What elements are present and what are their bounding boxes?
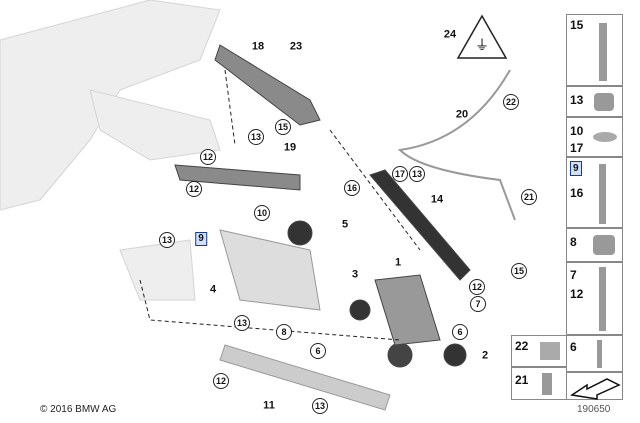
camber-arm bbox=[174, 164, 301, 191]
callout[interactable]: 12 bbox=[200, 149, 216, 165]
callout[interactable]: 17 bbox=[392, 166, 408, 182]
callout[interactable]: 11 bbox=[263, 399, 275, 412]
part-number: 21 bbox=[515, 373, 529, 387]
subframe-crossmember bbox=[89, 89, 221, 161]
part-number: 13 bbox=[570, 93, 584, 107]
bushing bbox=[287, 220, 313, 246]
callout[interactable]: 15 bbox=[511, 263, 527, 279]
part-number: 17 bbox=[570, 141, 584, 155]
part-number: 8 bbox=[570, 235, 577, 249]
callout[interactable]: 13 bbox=[312, 398, 328, 414]
plug-glyph: ⏚ bbox=[475, 37, 489, 53]
callout[interactable]: 8 bbox=[276, 324, 292, 340]
callout[interactable]: 13 bbox=[248, 129, 264, 145]
callout[interactable]: 12 bbox=[469, 279, 485, 295]
callout[interactable]: 18 bbox=[251, 40, 265, 53]
callout[interactable]: 22 bbox=[503, 94, 519, 110]
callout[interactable]: 21 bbox=[521, 189, 537, 205]
callout[interactable]: 7 bbox=[470, 296, 486, 312]
copyright: © 2016 BMW AG bbox=[40, 404, 117, 415]
callout[interactable]: 6 bbox=[310, 343, 326, 359]
callout[interactable]: 15 bbox=[275, 119, 291, 135]
trailing-arm bbox=[369, 169, 471, 281]
part-number: 6 bbox=[570, 340, 577, 354]
part-box-6[interactable]: 6 bbox=[566, 335, 623, 372]
tension-strut bbox=[219, 344, 391, 411]
callout[interactable]: 12 bbox=[186, 181, 202, 197]
callout[interactable]: 2 bbox=[481, 349, 489, 362]
callout[interactable]: 4 bbox=[209, 283, 217, 296]
callout[interactable]: 13 bbox=[234, 315, 250, 331]
diagram-id: 190650 bbox=[577, 404, 611, 415]
part-box-8[interactable]: 8 bbox=[566, 228, 623, 262]
part-number: 12 bbox=[570, 287, 584, 301]
callout[interactable]: 13 bbox=[409, 166, 425, 182]
part-number: 22 bbox=[515, 339, 529, 353]
part-number: 10 bbox=[570, 124, 584, 138]
part-box-22[interactable]: 22 bbox=[511, 335, 567, 367]
callout[interactable]: 13 bbox=[159, 232, 175, 248]
callout[interactable]: 19 bbox=[283, 141, 297, 154]
callout[interactable]: 23 bbox=[289, 40, 303, 53]
part-box-13[interactable]: 13 bbox=[566, 86, 623, 117]
callout[interactable]: 6 bbox=[452, 324, 468, 340]
part-number: 15 bbox=[570, 18, 584, 32]
callout[interactable]: 24 bbox=[443, 28, 457, 41]
callout[interactable]: 3 bbox=[351, 268, 359, 281]
upper-control-arm bbox=[214, 44, 321, 126]
part-box-9-16[interactable]: 9 16 bbox=[566, 157, 623, 228]
part-number-highlighted: 9 bbox=[570, 161, 582, 176]
callout[interactable]: 1 bbox=[394, 256, 402, 269]
part-number: 7 bbox=[570, 268, 577, 282]
wear-sensor-cable bbox=[397, 69, 516, 221]
callout[interactable]: 12 bbox=[213, 373, 229, 389]
part-number: 16 bbox=[570, 186, 584, 200]
callout[interactable]: 14 bbox=[430, 193, 444, 206]
subframe-mount bbox=[119, 239, 196, 301]
callout[interactable]: 5 bbox=[341, 218, 349, 231]
callout-highlighted[interactable]: 9 bbox=[195, 232, 207, 246]
direction-arrow-icon bbox=[566, 372, 623, 400]
callout[interactable]: 10 bbox=[254, 205, 270, 221]
part-box-21[interactable]: 21 bbox=[511, 367, 567, 400]
part-box-15[interactable]: 15 bbox=[566, 14, 623, 86]
callout[interactable]: 20 bbox=[455, 108, 469, 121]
callout[interactable]: 16 bbox=[344, 180, 360, 196]
wheel-carrier bbox=[374, 274, 441, 346]
lower-control-arm bbox=[219, 229, 321, 311]
electrical-plug-warning-icon bbox=[456, 14, 508, 59]
